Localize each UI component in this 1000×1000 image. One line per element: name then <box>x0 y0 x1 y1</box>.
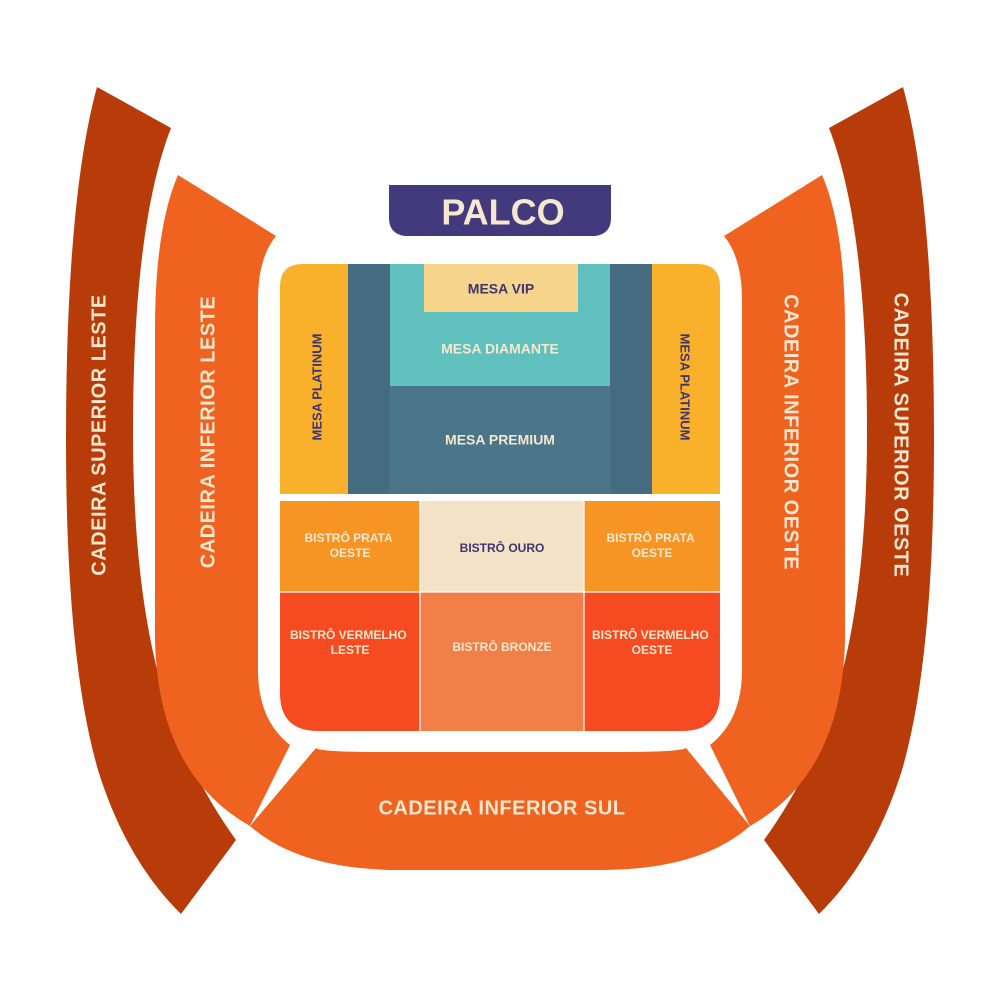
sector-cadeira-superior-leste[interactable]: CADEIRA SUPERIOR LESTE <box>66 87 236 914</box>
sector-label: CADEIRA SUPERIOR OESTE <box>890 293 912 578</box>
sector-label-line1: BISTRÔ PRATA <box>606 530 695 545</box>
sector-label: MESA PLATINUM <box>678 334 693 441</box>
sector-bistro-prata-oeste-right[interactable]: BISTRÔ PRATA OESTE <box>584 501 720 592</box>
sector-bistro-vermelho-leste[interactable]: BISTRÔ VERMELHO LESTE <box>280 592 420 731</box>
sector-label: MESA DIAMANTE <box>441 341 559 357</box>
sector-label: BISTRÔ VERMELHO OESTE <box>592 627 712 657</box>
premium-frame-left <box>348 264 390 494</box>
sector-mesa-platinum-leste[interactable]: MESA PLATINUM <box>280 264 348 494</box>
sector-label: CADEIRA SUPERIOR LESTE <box>88 294 110 575</box>
sector-shape <box>710 175 845 826</box>
sector-shape <box>66 87 236 914</box>
sector-cadeira-inferior-leste[interactable]: CADEIRA INFERIOR LESTE <box>155 175 290 826</box>
sector-label-line2: OESTE <box>632 643 673 657</box>
sector-label-line2: OESTE <box>330 546 371 560</box>
sector-label: BISTRÔ VERMELHO LESTE <box>290 627 410 657</box>
sector-bistro-vermelho-oeste[interactable]: BISTRÔ VERMELHO OESTE <box>584 592 720 731</box>
sector-label: BISTRÔ PRATA OESTE <box>304 530 395 560</box>
sector-label-line1: BISTRÔ PRATA <box>304 530 393 545</box>
sector-shape <box>280 501 420 592</box>
sector-label-line2: OESTE <box>632 546 673 560</box>
stage[interactable]: PALCO <box>389 185 611 236</box>
sector-bistro-bronze[interactable]: BISTRÔ BRONZE <box>420 592 584 731</box>
sector-mesa-platinum-oeste[interactable]: MESA PLATINUM <box>652 264 720 494</box>
sector-shape <box>424 264 578 312</box>
sector-label-line1: BISTRÔ VERMELHO <box>592 627 709 642</box>
sector-shape <box>584 501 720 592</box>
sector-shape <box>652 264 720 494</box>
premium-frame-right <box>610 264 652 494</box>
sector-mesa-vip[interactable]: MESA VIP <box>424 264 578 312</box>
sector-cadeira-inferior-sul[interactable]: CADEIRA INFERIOR SUL <box>250 748 750 870</box>
floor-area: MESA PLATINUM MESA PREMIUM MESA DIAMANTE… <box>280 264 720 731</box>
sector-cadeira-inferior-oeste[interactable]: CADEIRA INFERIOR OESTE <box>710 175 845 826</box>
sector-shape <box>420 501 584 592</box>
sector-shape <box>155 175 290 826</box>
sector-bistro-ouro[interactable]: BISTRÔ OURO <box>420 501 584 592</box>
sector-label: BISTRÔ OURO <box>460 540 545 555</box>
sector-label: CADEIRA INFERIOR OESTE <box>780 294 802 570</box>
sector-label: BISTRÔ PRATA OESTE <box>606 530 697 560</box>
sector-shape <box>584 592 720 731</box>
sector-label: CADEIRA INFERIOR SUL <box>378 797 625 819</box>
sector-label: BISTRÔ BRONZE <box>452 639 551 654</box>
sector-label-line2: LESTE <box>331 643 370 657</box>
sector-shape <box>280 264 348 494</box>
sector-shape <box>250 748 750 870</box>
sector-label: MESA VIP <box>468 281 534 297</box>
stage-shape <box>389 185 611 236</box>
sector-shape <box>280 592 420 731</box>
sector-shape <box>420 592 584 731</box>
sector-shape <box>764 87 934 914</box>
sector-label: MESA PREMIUM <box>445 432 555 448</box>
stage-label: PALCO <box>441 192 564 233</box>
sector-cadeira-superior-oeste[interactable]: CADEIRA SUPERIOR OESTE <box>764 87 934 914</box>
sector-label: CADEIRA INFERIOR LESTE <box>197 296 219 569</box>
sector-bistro-prata-oeste-left[interactable]: BISTRÔ PRATA OESTE <box>280 501 420 592</box>
sector-label-line1: BISTRÔ VERMELHO <box>290 627 407 642</box>
sector-label: MESA PLATINUM <box>309 334 324 441</box>
